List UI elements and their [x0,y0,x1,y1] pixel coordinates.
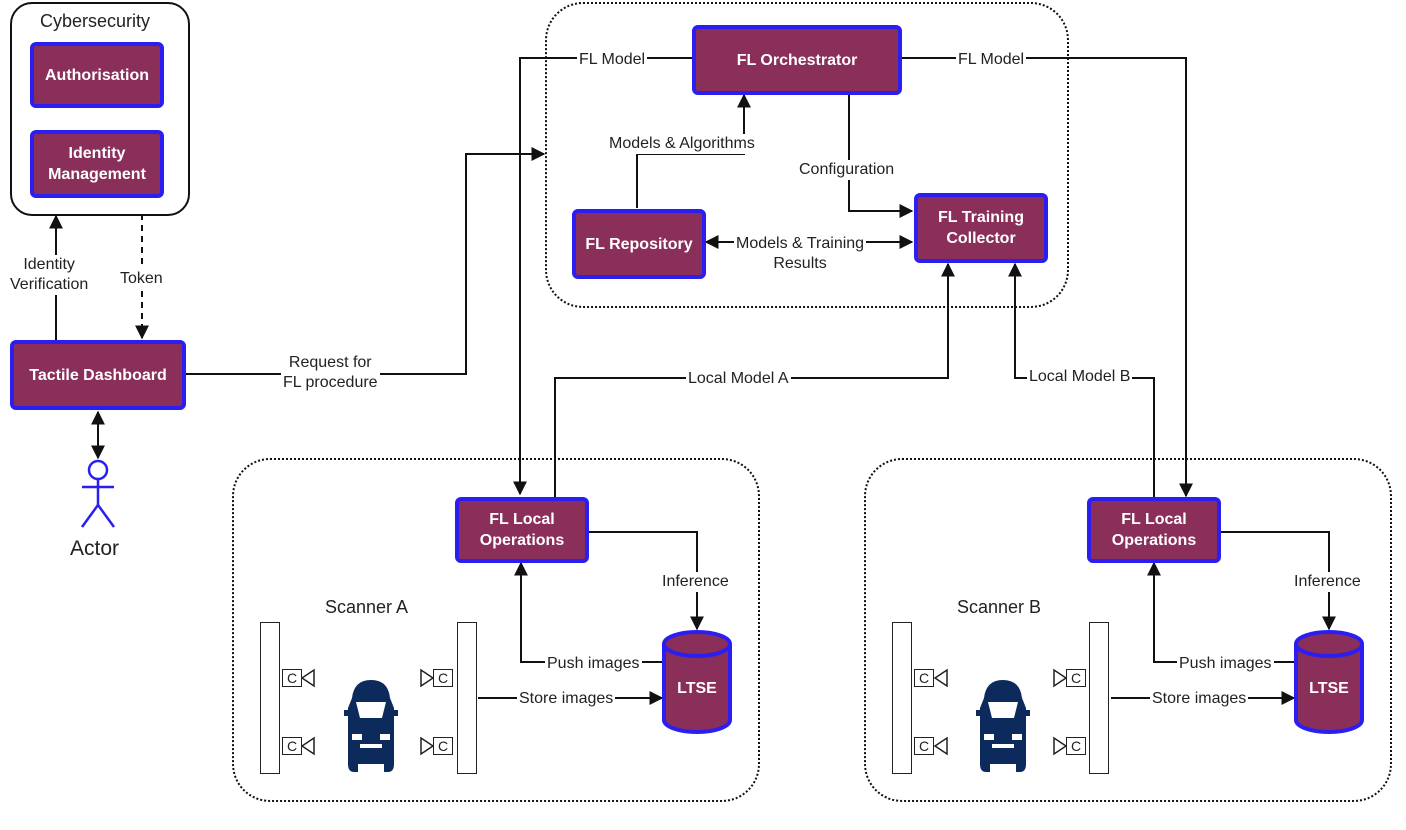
inference-a-label: Inference [660,572,731,592]
scanner-a-title: Scanner A [325,597,409,617]
camera-icon: C [433,737,453,755]
ltse-a-label: LTSE [677,680,717,697]
fl-local-operations-a-box[interactable]: FL Local Operations [455,497,589,563]
store-images-b-label: Store images [1150,689,1249,709]
request-label: Request for FL procedure [281,353,380,393]
models-algorithms-label: Models & Algorithms [607,134,757,154]
edge-fl-model-b [902,57,1193,498]
models-training-label: Models & Training Results [734,234,867,274]
edge-request [186,147,546,375]
car-b-icon [976,680,1030,772]
camera-icon: C [282,737,302,755]
fl-repository-box[interactable]: FL Repository [572,209,706,279]
camera-icon: C [1066,669,1086,687]
edge-inference-a [589,531,704,631]
fl-model-right-label: FL Model [956,50,1027,70]
camera-lens-icon [933,668,948,688]
camera-lens-icon [1053,736,1068,756]
push-images-b-label: Push images [1177,654,1274,674]
scanner-a-pole-right [457,622,477,774]
camera-lens-icon [420,668,435,688]
scanner-b-pole-right [1089,622,1109,774]
scanner-b-title: Scanner B [957,597,1042,617]
authorisation-box[interactable]: Authorisation [30,42,164,108]
ltse-b-label: LTSE [1309,680,1349,697]
identity-management-box[interactable]: Identity Management [30,130,164,198]
token-label: Token [118,269,165,289]
inference-b-label: Inference [1292,572,1363,592]
fl-orchestrator-box[interactable]: FL Orchestrator [692,25,902,95]
edge-push-b [1147,561,1296,663]
local-model-b-label: Local Model B [1027,367,1133,387]
camera-icon: C [433,669,453,687]
camera-lens-icon [300,668,315,688]
fl-training-collector-box[interactable]: FL Training Collector [914,193,1048,263]
actor-label: Actor [70,537,120,560]
identity-verification-label: Identity Verification [8,255,91,295]
scanner-a-cluster [232,458,760,802]
scanner-b-cluster [864,458,1392,802]
actor-icon [80,459,116,528]
edge-configuration [848,94,914,218]
ltse-a-cylinder [662,630,732,734]
scanner-a-pole-left [260,622,280,774]
store-images-a-label: Store images [517,689,616,709]
local-model-a-label: Local Model A [686,369,791,389]
fl-server-cluster [545,2,1069,308]
camera-lens-icon [420,736,435,756]
fl-local-operations-b-box[interactable]: FL Local Operations [1087,497,1221,563]
edge-models-algorithms [636,93,751,208]
camera-lens-icon [933,736,948,756]
car-a-icon [344,680,398,772]
camera-icon: C [1066,737,1086,755]
scanner-b-pole-left [892,622,912,774]
camera-icon: C [282,669,302,687]
camera-lens-icon [300,736,315,756]
fl-model-left-label: FL Model [577,50,648,70]
tactile-dashboard-box[interactable]: Tactile Dashboard [10,340,186,410]
camera-icon: C [914,669,934,687]
push-images-a-label: Push images [545,654,642,674]
camera-icon: C [914,737,934,755]
camera-lens-icon [1053,668,1068,688]
edge-push-a [514,561,664,663]
cybersecurity-title: Cybersecurity [40,11,151,31]
ltse-b-cylinder [1294,630,1364,734]
configuration-label: Configuration [797,160,897,180]
edge-inference-b [1221,531,1336,631]
